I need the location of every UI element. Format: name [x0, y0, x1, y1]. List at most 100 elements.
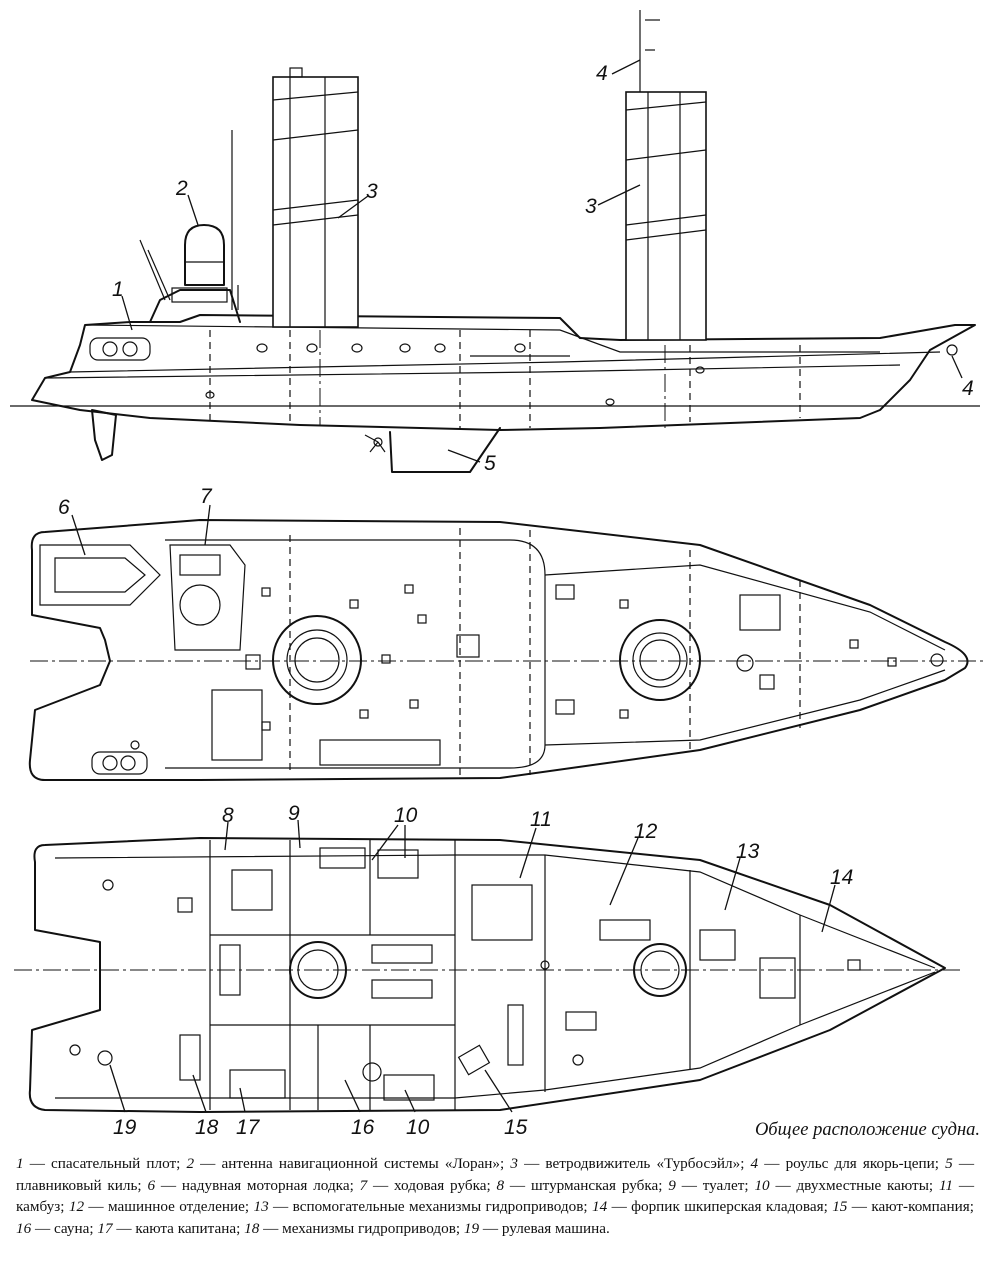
legend-item-text: механизмы гидроприводов [282, 1219, 456, 1237]
leader-line [192, 1074, 207, 1113]
leader-line [297, 819, 301, 849]
plan-turbosail-trunk-aft [289, 941, 347, 999]
legend-item-text: сауна [53, 1219, 90, 1237]
callout-plan-18: 18 [195, 1116, 219, 1139]
callout-side-3b: 3 [585, 195, 597, 218]
leader-line [121, 295, 133, 331]
legend-item-number: 3 [510, 1155, 518, 1172]
callout-plan-12: 12 [634, 820, 658, 843]
side-portholes [205, 343, 705, 406]
leader-line [821, 884, 836, 933]
leader-line [337, 195, 369, 219]
legend-item-text: форпик шкиперская кладовая [631, 1198, 824, 1215]
callout-plan-8: 8 [222, 804, 234, 827]
legend-item-number: 7 [359, 1176, 368, 1194]
legend-item: 14 — форпик шкиперская кладовая; [592, 1198, 833, 1215]
callout-side-4: 4 [596, 62, 608, 85]
legend-item-text: машинное отделение [108, 1198, 245, 1215]
legend-item-number: 8 [496, 1176, 505, 1194]
legend-item: 18 — механизмы гидроприводов; [244, 1219, 464, 1237]
deck-turbosail-base-fore [619, 619, 701, 701]
legend-item-text: вспомогательные механизмы гидроприводов [292, 1198, 584, 1215]
leader-line [404, 1089, 416, 1113]
deck-life-raft [91, 751, 148, 775]
legend-item-number: 17 [97, 1219, 113, 1237]
leader-line [187, 194, 199, 226]
callout-side-3: 3 [366, 180, 378, 203]
legend-item-number: 12 [68, 1198, 85, 1215]
leader-line [204, 504, 211, 546]
leader-line [724, 857, 741, 911]
callout-plan-15: 15 [504, 1116, 528, 1139]
legend-item: 7 — ходовая рубка; [359, 1176, 497, 1194]
deck-wheelhouse [169, 544, 246, 651]
figure-caption: Общее расположение судна. [754, 1120, 980, 1140]
side-wheelhouse [149, 289, 241, 323]
legend-item: 8 — штурманская рубка; [496, 1176, 669, 1194]
deck-turbosail-base-aft [272, 615, 362, 705]
legend-item: 9 — туалет; [668, 1176, 755, 1194]
legend-item: 1 — спасательный плот; [16, 1155, 187, 1172]
legend-item-text: ходовая рубка [394, 1176, 487, 1194]
legend-item-text: спасательный плот [51, 1155, 177, 1172]
legend-item-number: 16 [16, 1219, 32, 1237]
side-loran-antenna [171, 224, 228, 303]
legend-item: 2 — антенна навигационной системы «Лоран… [186, 1155, 511, 1172]
legend-item-number: 15 [832, 1198, 848, 1215]
callout-plan-13: 13 [736, 840, 760, 863]
legend-item: 16 — сауна; [16, 1219, 98, 1237]
deck-superstructure [165, 539, 546, 769]
plan-hull-outline [28, 837, 946, 1113]
legend-item: 19 — рулевая машина. [463, 1219, 610, 1237]
deck-inflatable-boat [39, 544, 161, 606]
legend-item-number: 18 [244, 1219, 260, 1237]
legend-item: 17 — каюта капитана; [97, 1219, 245, 1237]
deck-fittings [130, 584, 944, 750]
legend-item-number: 10 [754, 1176, 770, 1194]
legend-item-text: ветродвижитель «Турбосэйл» [545, 1155, 741, 1172]
callout-plan-9: 9 [288, 802, 300, 825]
leader-line [344, 1079, 361, 1113]
legend-item: 5 — плавниковый киль; [16, 1155, 975, 1194]
legend: 1 — спасательный плот; 2 — антенна навиг… [16, 1153, 974, 1239]
callout-plan-14: 14 [830, 866, 853, 889]
legend-item: 11 — камбуз; [16, 1176, 975, 1216]
side-fin-keel [389, 427, 501, 473]
callout-plan-17: 17 [236, 1116, 261, 1139]
side-hull [31, 314, 976, 431]
callout-plan-10b: 10 [406, 1116, 430, 1139]
legend-item-text: рулевая машина [501, 1219, 606, 1237]
legend-item-number: 2 [186, 1155, 195, 1172]
legend-item-number: 19 [463, 1219, 480, 1237]
callout-side-5: 5 [484, 452, 496, 475]
callout-deck-7: 7 [200, 485, 213, 508]
legend-item: 13 — вспомогательные механизмы гидроприв… [253, 1198, 592, 1215]
leader-line [484, 1069, 513, 1113]
side-sheer-line [44, 364, 901, 379]
leader-line [71, 514, 86, 556]
plan-inner-line [55, 971, 936, 1099]
callout-plan-10: 10 [394, 804, 418, 827]
plan-turbosail-trunk-fore [633, 943, 687, 997]
side-propeller [364, 434, 386, 453]
side-turbosail-aft [272, 67, 359, 328]
deck-plan: 6 7 [28, 485, 985, 781]
legend-item-text: штурманская рубка [530, 1176, 659, 1194]
legend-item-number: 4 [750, 1155, 759, 1172]
legend-item: 6 — надувная моторная лодка; [147, 1176, 360, 1194]
leader-line [951, 355, 963, 379]
legend-item-number: 5 [945, 1155, 953, 1172]
legend-item-text: двухместные каюты [796, 1176, 929, 1194]
leader-line [239, 1087, 246, 1113]
legend-item-number: 1 [16, 1155, 24, 1172]
legend-item: 10 — двухместные каюты; [754, 1176, 939, 1194]
callout-side-2: 2 [175, 177, 188, 200]
legend-item-text: каюта капитана [135, 1219, 237, 1237]
legend-item-number: 9 [668, 1176, 676, 1194]
callout-side-4b: 4 [962, 377, 974, 400]
side-turbosail-fore [625, 10, 707, 341]
legend-item: 4 — роульс для якорь-цепи; [750, 1155, 946, 1172]
leader-line [519, 827, 537, 879]
callout-plan-19: 19 [113, 1116, 137, 1139]
